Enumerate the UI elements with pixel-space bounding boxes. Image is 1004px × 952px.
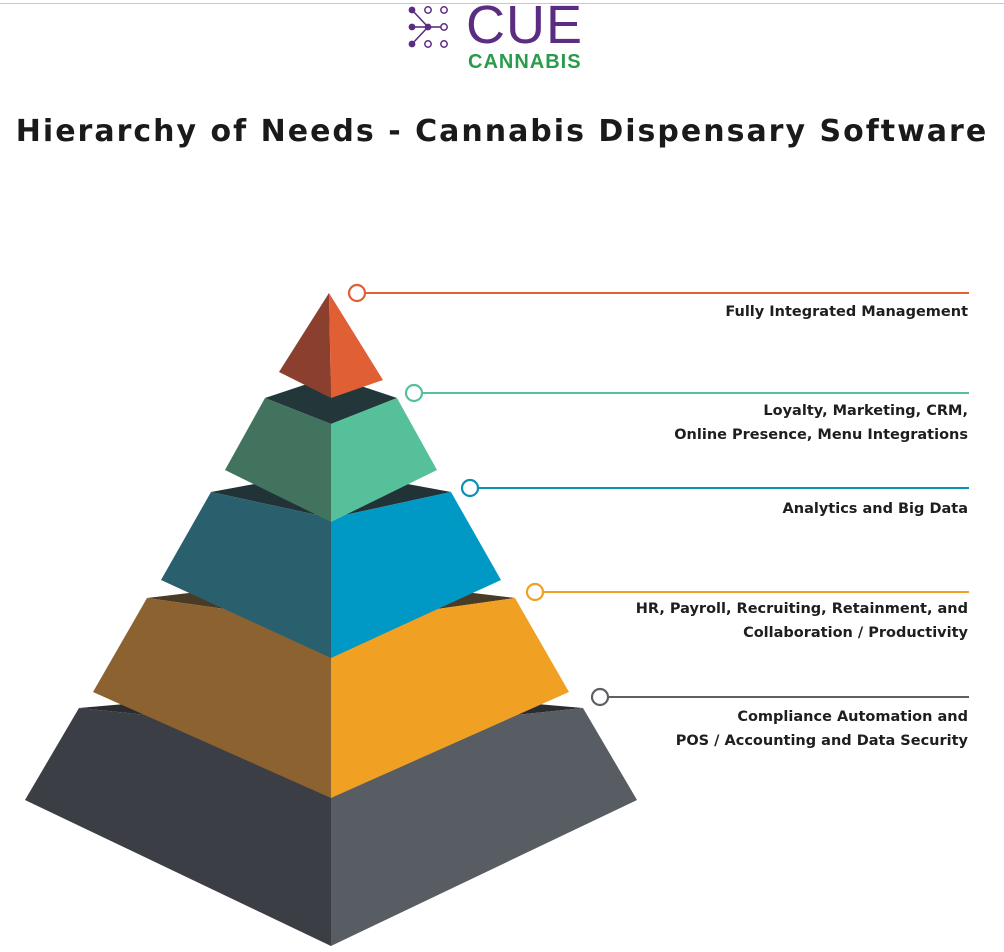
logo-node [424,40,432,48]
level-4-label-line: Collaboration / Productivity [743,625,968,641]
logo-node [408,40,416,48]
tier-2-left-face [225,398,331,522]
tier-1-right-face [329,293,383,398]
tier-3-left-face [161,492,331,658]
tier-4-left-face [93,598,331,798]
level-2-label-line: Online Presence, Menu Integrations [674,427,968,443]
level-3-label: Analytics and Big Data [548,497,968,521]
logo-node [440,23,448,31]
logo-link [411,26,429,45]
level-1-marker [347,283,367,303]
circuit-nodes-icon [408,6,448,48]
level-1-label-line: Fully Integrated Management [725,304,968,320]
level-5-label-line: Compliance Automation and [737,709,968,725]
tier-3-right-face [331,492,501,658]
logo-node [440,40,448,48]
tier-1-left-face [279,293,331,398]
level-3-marker [460,478,480,498]
logo-wordmark: CUE [466,0,584,55]
level-2-marker [404,383,424,403]
level-4-label: HR, Payroll, Recruiting, Retainment, and… [548,597,968,645]
level-5-label-line: POS / Accounting and Data Security [675,733,968,749]
level-5-marker [590,687,610,707]
tier-5-left-face [25,708,331,946]
tier-2-shelf [265,376,397,424]
top-rule [0,3,1004,4]
level-2-label: Loyalty, Marketing, CRM, Online Presence,… [548,399,968,447]
level-4-marker [525,582,545,602]
page-title: Hierarchy of Needs - Cannabis Dispensary… [15,114,989,149]
cue-cannabis-logo: CUE CANNABIS [408,0,608,76]
level-3-label-line: Analytics and Big Data [782,501,968,517]
logo-link [411,9,429,28]
tier-5-right-face [331,708,637,946]
logo-node [440,6,448,14]
tier-2-right-face [331,398,437,522]
logo-node [424,23,432,31]
logo-node [408,23,416,31]
logo-subtitle: CANNABIS [468,51,582,73]
level-4-label-line: HR, Payroll, Recruiting, Retainment, and [635,601,968,617]
level-2-label-line: Loyalty, Marketing, CRM, [763,403,968,419]
logo-node [424,6,432,14]
level-1-label: Fully Integrated Management [548,300,968,324]
logo-node [408,6,416,14]
tier-4-right-face [331,598,569,798]
